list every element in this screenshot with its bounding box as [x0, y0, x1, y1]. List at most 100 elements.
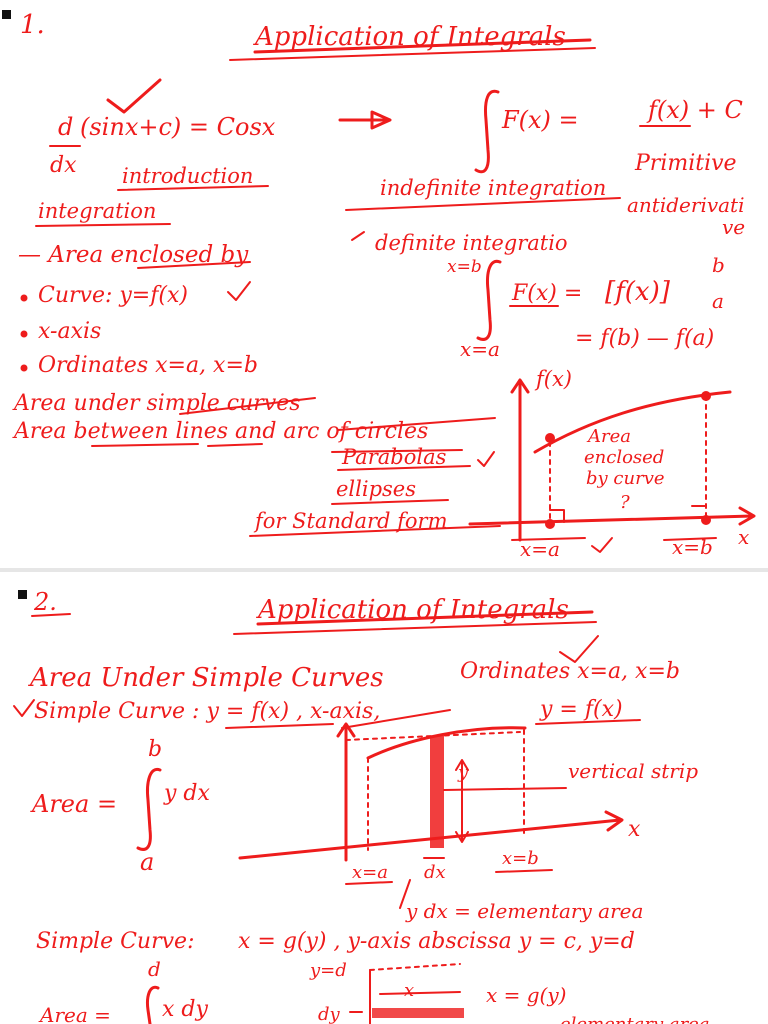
graph-area-text: Area [586, 426, 631, 447]
xa-label: x=a [352, 862, 388, 883]
dashed-top [345, 731, 521, 741]
area-between: Area between lines and arc of circles [12, 419, 428, 444]
elementary-area-label: y dx = elementary area [405, 899, 643, 923]
graph-x-label: x [628, 817, 641, 842]
graph-y-axis [510, 378, 530, 542]
underline [331, 499, 449, 505]
underline [663, 537, 717, 541]
strip-y-label: y [457, 762, 469, 783]
strip2-curve-label: x = g(y) [486, 983, 566, 1007]
strip2-elementary-label: elementary area [560, 1014, 710, 1024]
check-mark [477, 451, 495, 467]
title-underline-2 [229, 47, 596, 61]
underline [345, 881, 393, 885]
arrow [338, 110, 392, 130]
page-divider [0, 568, 768, 572]
underline [345, 197, 621, 211]
note-number: 1. [20, 10, 45, 40]
integral2-body: x dy [162, 997, 208, 1022]
check-mark [13, 699, 35, 717]
integral2-upper: d [148, 957, 161, 981]
integral-sign [476, 259, 502, 341]
title-underline-2 [233, 621, 597, 635]
upper-limit: x=b [447, 257, 482, 277]
ellipses-label: ellipses [336, 477, 416, 501]
strip-width-line [379, 991, 461, 995]
area-under-simple: Area under simple curves [12, 391, 301, 416]
definite-lhs: F(x) = [511, 281, 582, 306]
curve-line [366, 726, 527, 760]
axis-point [545, 519, 555, 529]
definite-label: definite integratio [375, 231, 568, 255]
list-bullet [20, 364, 28, 372]
derivative-expression: (sinx+c) = Cosx [80, 113, 276, 141]
integration-label: integration [38, 199, 156, 223]
lower-limit: x=a [460, 337, 500, 361]
underline [179, 397, 316, 415]
bullet-marker [2, 10, 11, 19]
graph-area-text: enclosed [584, 447, 664, 468]
dx-label: dx [424, 862, 446, 883]
underline [31, 613, 71, 617]
introduction-label: introduction [122, 164, 253, 188]
strip-height-arrow [455, 759, 469, 843]
definite-result: = f(b) — f(a) [575, 326, 714, 351]
vertical-strip-label: vertical strip [568, 759, 698, 783]
definite-sup: b [712, 253, 725, 277]
bullet-curve: Curve: y=f(x) [38, 283, 188, 308]
graph-y-label: f(x) [534, 367, 572, 391]
underline [35, 223, 171, 227]
graph-y-axis [336, 722, 356, 862]
bullet-xaxis: x-axis [38, 319, 101, 344]
underline [249, 525, 501, 537]
integral-lhs: F(x) = [501, 106, 579, 134]
title-underline [253, 38, 592, 54]
dashed-top [369, 963, 461, 971]
underline [331, 449, 471, 471]
curve-label: y = f(x) [539, 697, 623, 722]
right-angle-marks [549, 505, 707, 523]
tick-mark [351, 231, 365, 241]
simple-curve-2: Simple Curve: [36, 929, 194, 954]
note-number: 2. [33, 588, 57, 616]
bullet-marker [18, 590, 27, 599]
pointer-line [443, 787, 567, 791]
integral-sign [136, 767, 162, 851]
section-heading: Area Under Simple Curves [28, 663, 384, 693]
ordinates-label: Ordinates x=a, x=b [460, 659, 680, 684]
vertical-strip [430, 736, 444, 848]
area-label: Area = [30, 790, 117, 818]
bullet-ordinates: Ordinates x=a, x=b [38, 353, 258, 378]
curve-point [701, 391, 711, 401]
graph-xa-label: x=a [520, 537, 560, 561]
underline [225, 709, 451, 729]
parabolas-label: Parabolas [341, 445, 447, 469]
xb-label: x=b [502, 848, 539, 869]
axis-point [701, 515, 711, 525]
derivative-d: d [58, 113, 73, 141]
definite-rhs: [f(x)] [605, 277, 671, 307]
graph-x-axis [468, 506, 756, 526]
integral-upper: b [148, 737, 162, 762]
page-title: Application of Integrals [256, 595, 569, 625]
antiderivative-label: antiderivati [627, 193, 745, 217]
derivative-dx: dx [50, 153, 77, 178]
check-mark [106, 78, 162, 114]
integral-rhs: f(x) + C [646, 96, 743, 124]
curve-point [545, 433, 555, 443]
underline [91, 417, 496, 447]
title-underline [256, 610, 594, 626]
horizontal-strip [372, 1008, 464, 1018]
simple-curve-1: Simple Curve : y = f(x) , x-axis, [34, 699, 380, 724]
antiderivative-label-cont: ve [722, 215, 745, 239]
underline [117, 185, 269, 191]
definite-sub: a [712, 289, 724, 313]
check-mark [227, 281, 251, 301]
curve2-expression: x = g(y) , y-axis abscissa y = c, y=d [238, 929, 635, 954]
curve-line [533, 390, 732, 454]
check-mark [559, 635, 599, 663]
graph-area-text: by curve [586, 468, 665, 489]
integral-sign [474, 89, 500, 174]
pointer-line [399, 879, 411, 909]
